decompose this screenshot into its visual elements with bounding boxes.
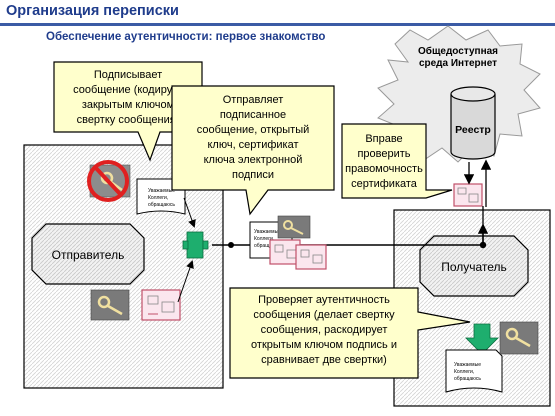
registry-label: Реестр <box>455 124 491 136</box>
callout-check-line: проверить <box>357 148 410 160</box>
registry-certificate-icon <box>453 183 483 207</box>
callout-verify-line: сообщения (делает свертку <box>253 309 395 321</box>
sender-label: Отправитель <box>52 248 125 262</box>
green-down-arrow-icon <box>465 323 499 355</box>
receiver-label: Получатель <box>441 260 507 274</box>
no-entry-key-icon <box>87 160 131 202</box>
callout-verify-line: сравнивает две свертки) <box>261 354 387 366</box>
sent-bundle: Уважаемые Коллеги, обращаюсь <box>249 215 327 270</box>
callout-sign: Подписывает сообщение (кодирует закрытым… <box>53 61 203 162</box>
message-document-receiver: Уважаемые Коллеги, обращаюсь <box>445 349 503 393</box>
doc-text-line: Коллеги, <box>148 195 168 201</box>
certificate-icon <box>141 289 181 321</box>
doc-text-line: Уважаемые <box>454 362 481 368</box>
callout-send-line: подписанное <box>220 109 286 121</box>
callout-sign-line: сообщение (кодирует <box>73 84 183 96</box>
callout-verify-line: Проверяет аутентичность <box>258 294 390 306</box>
callout-check-line: Вправе <box>365 133 402 145</box>
doc-text-line: обращаюсь <box>148 202 175 208</box>
callout-check: Вправе проверить правомочность сертифика… <box>341 123 453 199</box>
callout-send-line: сообщение, открытый <box>197 124 310 136</box>
callout-send-line: ключ, сертификат <box>207 139 298 151</box>
callout-send: Отправляет подписанное сообщение, открыт… <box>171 85 335 216</box>
private-key-icon <box>90 289 130 321</box>
title-underline <box>0 23 555 26</box>
callout-sign-line: свертку сообщения) <box>77 114 180 126</box>
doc-text-line: Коллеги, <box>254 236 274 242</box>
doc-text-line: обращаюсь <box>454 376 481 382</box>
callout-send-line: подписи <box>232 169 274 181</box>
sender-octagon: Отправитель <box>31 223 145 285</box>
doc-text-line: Коллеги, <box>454 369 474 375</box>
callout-check-line: правомочность <box>345 163 423 175</box>
doc-text-line: Уважаемые <box>148 188 175 194</box>
doc-text-line: обращаюсь <box>254 243 281 249</box>
page-title: Организация переписки <box>6 3 179 19</box>
callout-check-line: сертификата <box>351 178 418 190</box>
cloud-label-line2: среда Интернет <box>419 58 497 69</box>
callout-verify: Проверяет аутентичность сообщения (делае… <box>229 287 471 379</box>
public-key-icon <box>499 321 539 355</box>
callout-sign-line: Подписывает <box>94 69 162 81</box>
signature-connector-icon <box>182 231 209 259</box>
callout-verify-line: открытым ключом подпись и <box>251 339 397 351</box>
doc-text-line: Уважаемые <box>254 229 281 235</box>
callout-verify-line: сообщения, раскодирует <box>261 324 388 336</box>
page-subtitle: Обеспечение аутентичности: первое знаком… <box>46 31 326 43</box>
receiver-octagon: Получатель <box>419 235 529 297</box>
cloud-label-line1: Общедоступная <box>418 45 498 57</box>
callout-send-line: Отправляет <box>223 94 284 106</box>
callout-send-line: ключа электронной <box>204 154 303 166</box>
registry-database: Реестр <box>450 86 496 160</box>
callout-sign-line: закрытым ключом <box>82 99 174 111</box>
